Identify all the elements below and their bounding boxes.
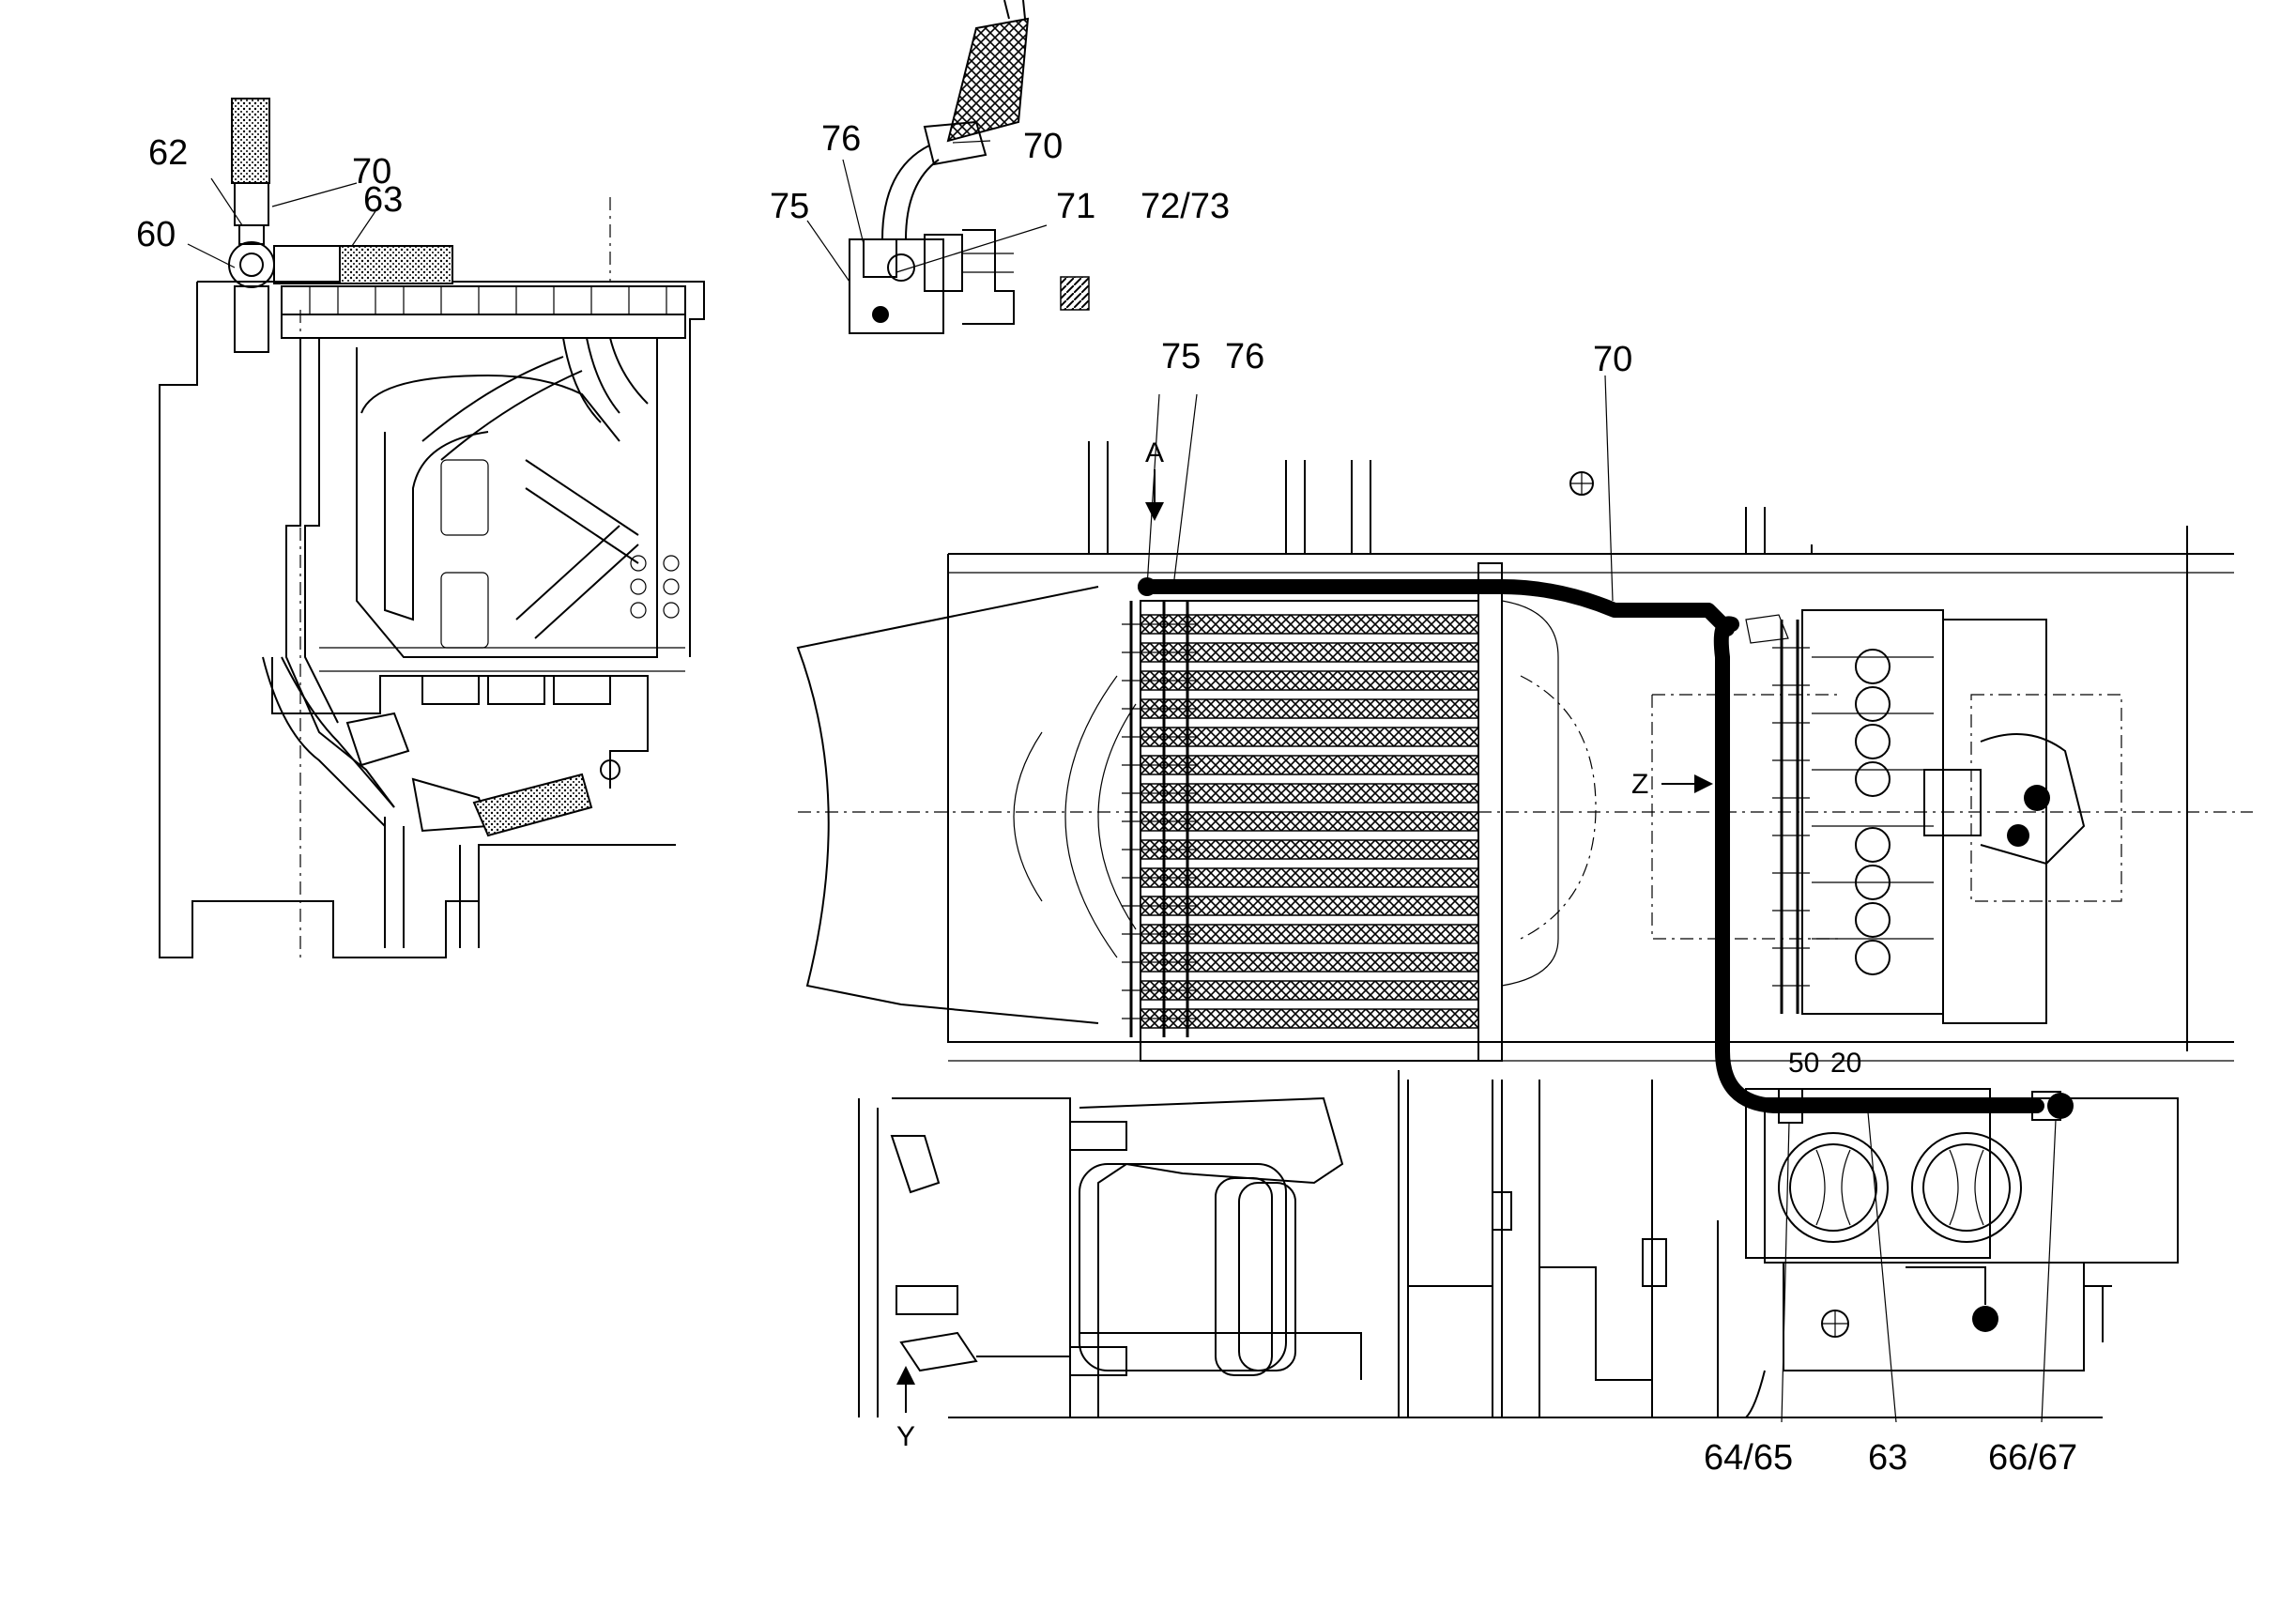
label-66-67: 66/67	[1988, 1438, 2077, 1478]
label-75-main: 75	[1161, 337, 1201, 376]
label-63-left: 63	[363, 180, 403, 220]
top-detail-view	[849, 0, 1090, 334]
arrow-z-label: Z	[1631, 769, 1648, 800]
view-arrow-y: Y	[896, 1366, 915, 1452]
part-labels: 62 70 63 60 76 70 75 71 72/73 75 76 70 6…	[136, 119, 2077, 1478]
main-plan-view: 50 20	[796, 441, 2253, 1418]
arrow-a-label: A	[1145, 437, 1164, 468]
svg-text:20: 20	[1830, 1048, 1861, 1079]
left-detail-view	[159, 98, 705, 958]
label-60: 60	[136, 215, 176, 254]
label-76-top: 76	[821, 119, 861, 159]
view-arrow-z: Z	[1631, 769, 1713, 800]
label-62: 62	[148, 133, 188, 173]
label-76-main: 76	[1225, 337, 1264, 376]
hose-bank	[1122, 577, 2074, 1124]
label-75-top: 75	[770, 187, 809, 226]
label-72-73: 72/73	[1140, 187, 1230, 226]
label-64-65: 64/65	[1704, 1438, 1793, 1478]
label-70-top: 70	[1023, 127, 1063, 166]
leader-lines	[187, 140, 2057, 1423]
svg-text:50: 50	[1788, 1048, 1819, 1079]
label-71: 71	[1056, 187, 1095, 226]
label-70-left: 70	[352, 152, 391, 192]
view-arrow-a: A	[1145, 437, 1164, 521]
label-63-main: 63	[1868, 1438, 1907, 1478]
arrow-y-label: Y	[896, 1421, 915, 1452]
label-70-main: 70	[1593, 340, 1632, 379]
